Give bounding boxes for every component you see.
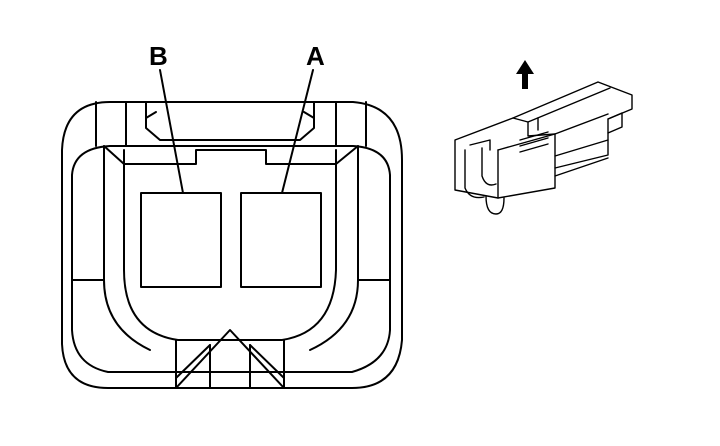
connector-housing-outer [61, 101, 403, 389]
leader-line-b [159, 69, 184, 194]
connector-housing-inner [71, 145, 391, 373]
terminal-label-a: A [306, 41, 325, 71]
polarization-key [175, 339, 285, 389]
up-arrow-icon [516, 60, 534, 89]
terminal-cavity-a [240, 192, 322, 288]
leader-line-a [281, 69, 314, 194]
terminal-cavity-frame [123, 149, 337, 341]
locking-tab [145, 101, 315, 141]
terminal-cavity-b [140, 192, 222, 288]
terminal-label-b: B [149, 41, 168, 71]
connector-perspective-view [454, 81, 633, 215]
